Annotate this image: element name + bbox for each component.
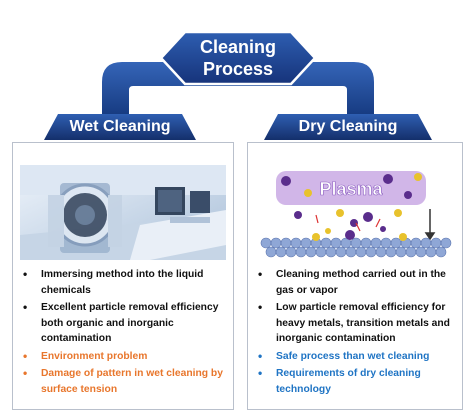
wet-cleaning-tab [44,114,196,140]
dry-cleaning-panel: Plasma [247,142,463,410]
plasma-particles [281,173,422,234]
cleaning-process-line2: Process [202,59,274,79]
connector-arch [102,62,374,116]
plasma-illustration: Plasma [258,165,454,260]
dry-cleaning-tab [264,114,432,140]
wet-item-4: Damage of pattern in wet cleaning by sur… [19,366,229,397]
wet-cleaning-equipment-image [20,165,226,260]
dry-cleaning-title: Dry Cleaning [298,118,398,135]
surface-atoms [260,237,452,258]
cleaning-process-label: Cleaning Process [163,34,313,82]
wet-item-2: Excellent particle removal efficiency bo… [19,300,229,347]
cleaning-process-line1: Cleaning [199,37,276,57]
wet-cleaning-title: Wet Cleaning [69,118,171,135]
dry-item-1: Cleaning method carried out in the gas o… [254,267,458,298]
wet-item-1: Immersing method into the liquid chemica… [19,267,229,298]
dry-item-2: Low particle removal efficiency for heav… [254,300,458,347]
cleaning-process-hexagon [159,30,317,86]
dry-item-4: Requirements of dry cleaning technology [254,366,458,397]
wet-cleaning-list: Immersing method into the liquid chemica… [19,267,229,399]
wet-item-3: Environment problem [19,349,229,365]
dry-item-3: Safe process than wet cleaning [254,349,458,365]
plasma-label: Plasma [319,179,383,199]
dry-cleaning-list: Cleaning method carried out in the gas o… [254,267,458,399]
wet-cleaning-panel: Immersing method into the liquid chemica… [12,142,234,410]
